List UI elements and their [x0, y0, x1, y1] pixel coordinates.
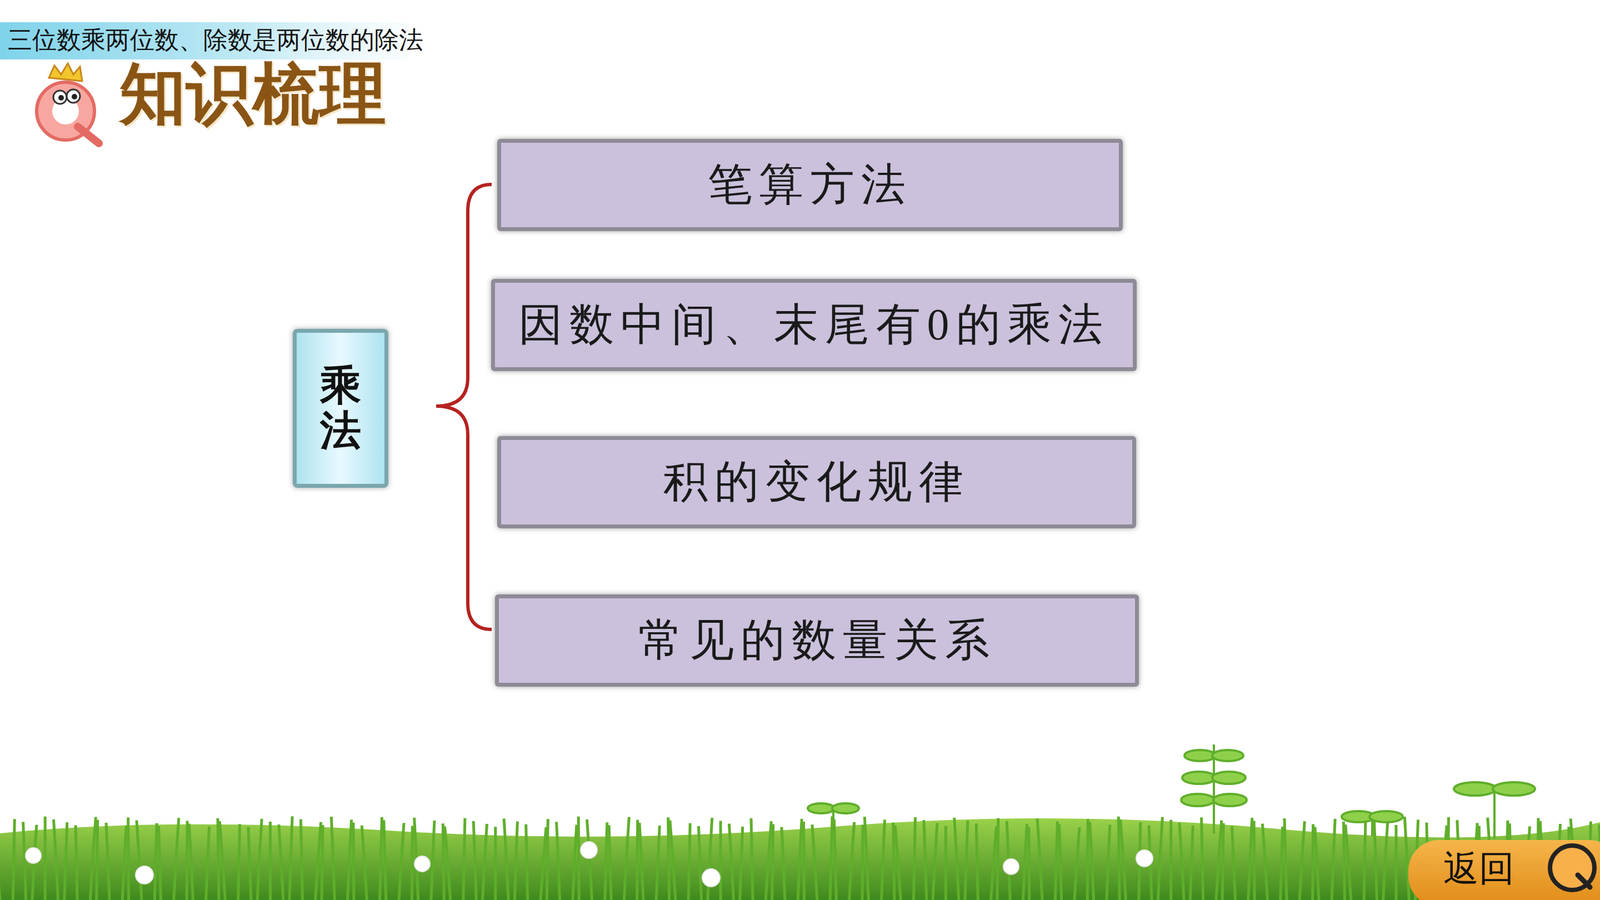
chapter-banner-text: 三位数乘两位数、除数是两位数的除法: [7, 25, 424, 55]
return-icon-tail: [1577, 875, 1590, 888]
return-icon: [1550, 845, 1595, 890]
topic-box: 乘法: [292, 328, 389, 488]
slide-title: 知识梳理: [119, 60, 387, 127]
box-text: 常见的数量关系: [638, 610, 997, 671]
subtopic-box: 积的变化规律: [497, 436, 1137, 529]
box-text: 积的变化规律: [663, 452, 970, 513]
return-button-text: 返回: [1443, 847, 1515, 890]
box-text: 笔算方法: [707, 155, 913, 215]
subtopic-box: 因数中间、末尾有0的乘法: [491, 278, 1137, 372]
subtopic-box: 笔算方法: [497, 138, 1123, 232]
box-text: 乘法: [320, 363, 362, 454]
return-button: [1408, 840, 1600, 900]
q-mascot-icon: [36, 63, 99, 144]
subtopic-box: 常见的数量关系: [495, 594, 1139, 687]
box-text: 因数中间、末尾有0的乘法: [518, 295, 1110, 355]
grass-ground: [0, 818, 1600, 900]
sprouts: [807, 744, 1535, 839]
grass-blades: [0, 816, 1600, 900]
flowers: [25, 841, 1153, 887]
curly-brace: [436, 184, 492, 630]
